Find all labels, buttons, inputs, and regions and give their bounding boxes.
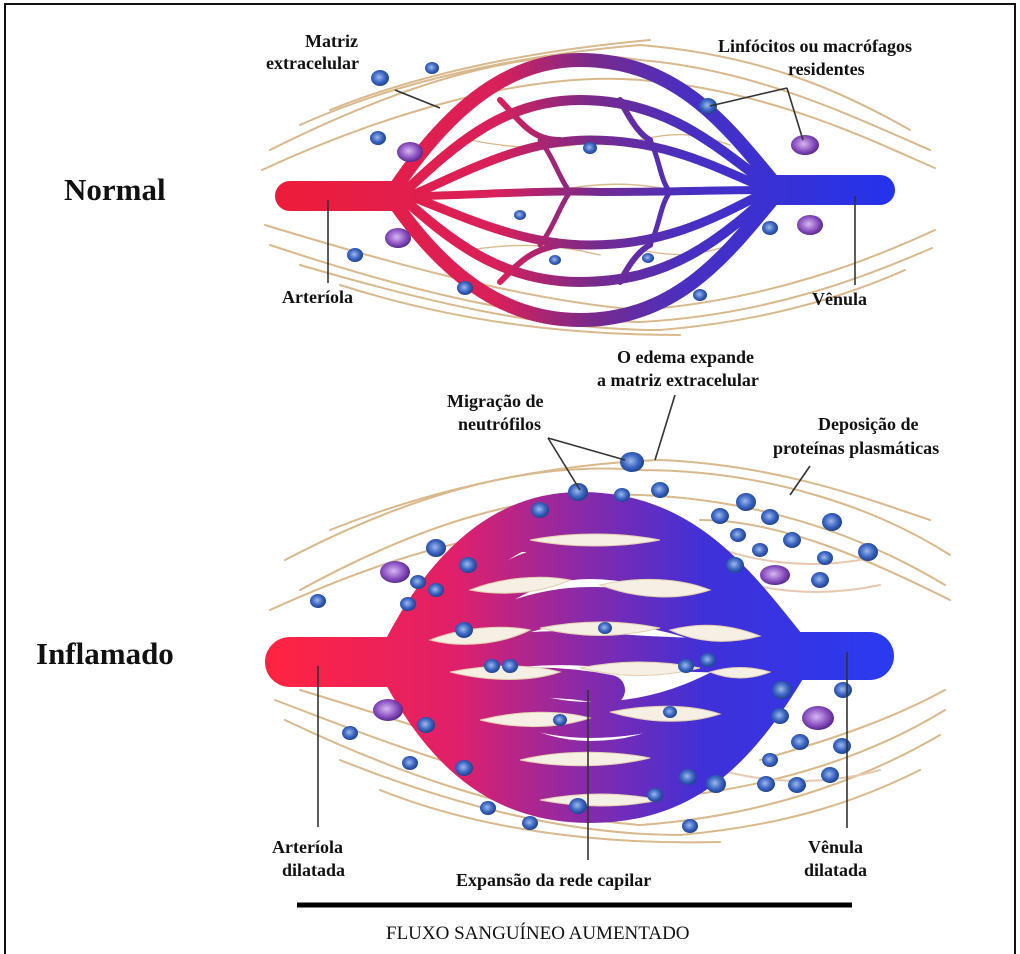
macrophage [791,135,819,155]
neutrophil [711,508,729,524]
neutrophil [791,734,809,750]
inflamed-title: Inflamado [36,636,174,671]
label-venula-dilatada-line2: dilatada [804,860,867,880]
label-venula: Vênula [812,289,867,309]
macrophage [802,706,834,730]
neutrophil [700,653,716,667]
label-residentes: residentes [788,59,865,79]
neutrophil [752,543,768,557]
neutrophil [484,659,500,673]
neutrophil [788,777,806,793]
resident-cell [642,253,654,263]
resident-cell [583,142,597,154]
resident-cell [762,221,778,235]
neutrophil [736,493,756,511]
label-extracelular: extracelular [266,53,359,73]
label-arteriola: Arteríola [282,287,353,307]
neutrophil [620,452,644,472]
neutrophil [400,597,416,611]
normal-title: Normal [64,172,166,207]
neutrophil [502,659,518,673]
macrophage [397,142,423,162]
neutrophil [757,776,775,792]
neutrophil [426,539,446,557]
label-migracao-line2: neutrófilos [458,414,541,434]
label-edema-line2: a matriz extracelular [597,370,759,390]
resident-cell [371,70,389,86]
neutrophil [834,682,852,698]
label-edema-line1: O edema expande [617,347,754,367]
label-deposicao-line1: Deposição de [818,414,919,434]
neutrophil [428,583,444,597]
neutrophil [678,659,694,673]
neutrophil [811,572,829,588]
neutrophil [817,551,833,565]
neutrophil [647,788,663,802]
neutrophil [821,767,839,783]
neutrophil [522,816,538,830]
resident-cell [699,98,717,114]
macrophage [373,699,403,721]
resident-cell [370,131,386,145]
neutrophil [598,622,612,634]
neutrophil [762,753,778,767]
neutrophil [402,756,418,770]
neutrophil [480,801,496,815]
neutrophil [310,594,326,608]
macrophage [797,215,823,235]
label-deposicao-line2: proteínas plasmáticas [773,438,939,458]
label-linfocitos: Linfócitos ou macrófagos [718,36,912,56]
label-migracao-line1: Migração de [447,391,543,411]
neutrophil [417,717,435,733]
neutrophil [706,775,726,793]
label-venula-dilatada-line1: Vênula [808,837,863,857]
normal-capillary-network [290,60,880,320]
neutrophil [726,557,744,573]
neutrophil [822,513,842,531]
neutrophil [858,543,878,561]
resident-cell [457,281,473,295]
macrophage [385,228,411,248]
neutrophil [730,528,746,542]
label-arteriola-dilatada-line2: dilatada [282,860,345,880]
neutrophil [410,575,426,589]
resident-cell [693,289,707,301]
neutrophil [772,681,792,699]
label-expansao: Expansão da rede capilar [456,870,651,890]
normal-panel: Normal Matriz extracelular Linfócitos ou… [64,31,935,335]
neutrophil [833,738,851,754]
macrophage [380,561,410,583]
neutrophil [614,488,630,502]
inflamed-panel: Inflamado O edema expande a matriz extra… [36,347,950,890]
neutrophil [783,532,801,548]
neutrophil [569,798,587,814]
resident-cell [549,255,561,265]
footer-caption: FLUXO SANGUÍNEO AUMENTADO [386,922,690,944]
neutrophil [455,622,473,638]
macrophage [760,565,790,585]
neutrophil [679,769,697,785]
resident-cell [425,62,439,74]
neutrophil [553,714,567,726]
neutrophil [682,819,698,833]
neutrophil [531,502,549,518]
neutrophil [771,708,789,724]
neutrophil [459,557,477,573]
neutrophil [761,509,779,525]
neutrophil [663,706,677,718]
neutrophil [651,482,669,498]
resident-cell [514,210,526,220]
label-arteriola-dilatada-line1: Arteríola [272,837,343,857]
neutrophil [342,726,358,740]
resident-cell [347,248,363,262]
neutrophil [455,760,473,776]
label-matriz: Matriz [305,31,358,51]
